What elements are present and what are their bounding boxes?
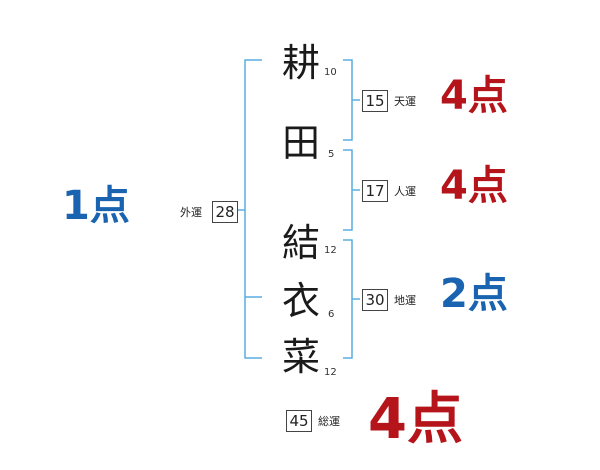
gaiun-score: 1点 [62,183,130,229]
chiun-label: 地運 [394,294,416,307]
gaiun-value: 28 [212,201,238,223]
tenun-value: 15 [362,90,388,112]
jinun-score: 4点 [440,163,508,209]
name-char-5: 菜 [282,335,321,379]
stroke-count-2: 5 [328,149,335,160]
souun-score: 4点 [368,387,463,452]
jinun-label: 人運 [394,185,416,198]
stroke-count-1: 10 [324,67,337,78]
jinun-value: 17 [362,180,388,202]
gaiun-bracket [244,59,262,359]
souun-label: 総運 [318,415,340,428]
jinun-bracket [343,149,353,231]
tenun-bracket [343,59,353,141]
name-char-4: 衣 [282,279,321,323]
name-char-1: 耕 [282,41,321,85]
stroke-count-4: 6 [328,309,335,320]
chiun-value: 30 [362,289,388,311]
gaiun-label: 外運 [180,206,202,219]
chiun-bracket [343,239,353,359]
stroke-count-3: 12 [324,245,337,256]
stroke-count-5: 12 [324,367,337,378]
chiun-score: 2点 [440,271,508,317]
name-char-2: 田 [282,121,321,165]
souun-value: 45 [286,410,312,432]
tenun-score: 4点 [440,73,508,119]
name-char-3: 結 [282,221,321,265]
tenun-label: 天運 [394,95,416,108]
